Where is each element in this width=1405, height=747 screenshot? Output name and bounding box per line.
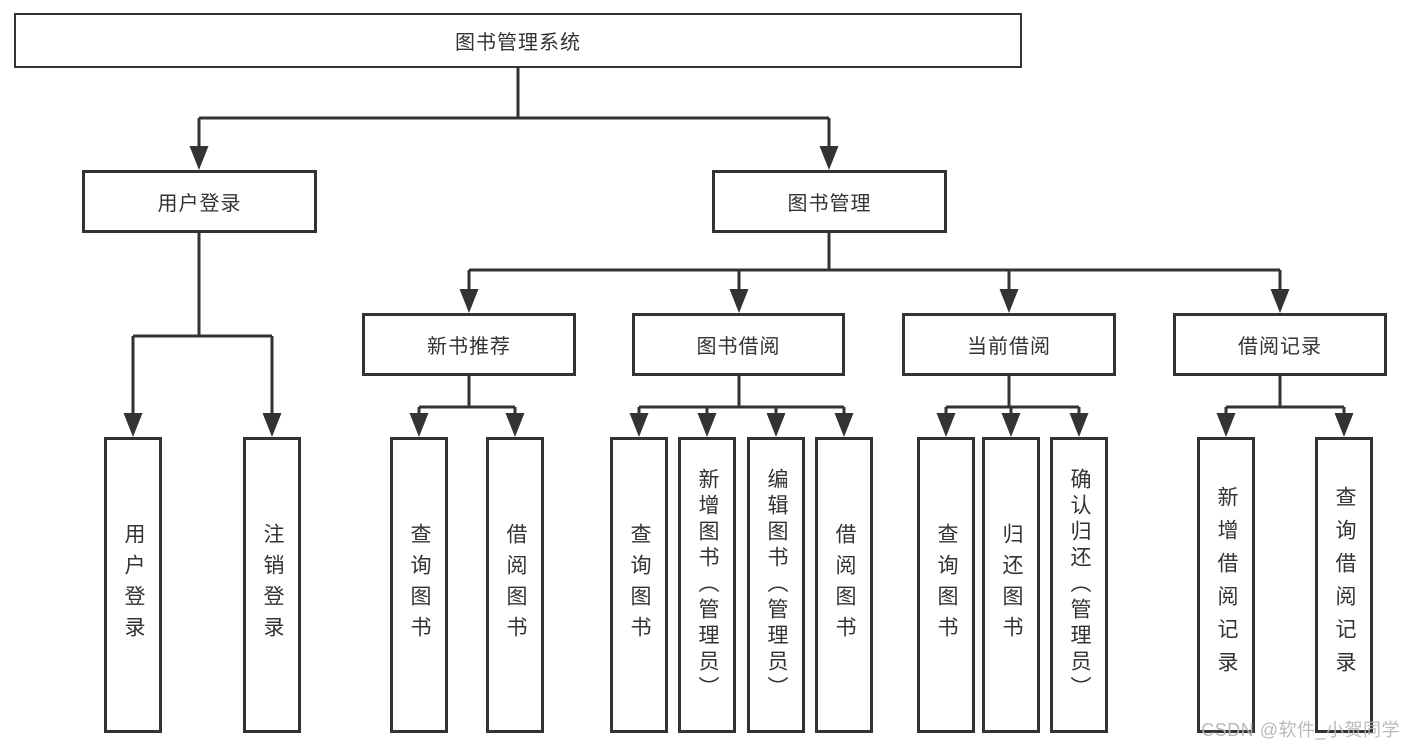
- node-library-management-system: 图书管理系统: [14, 13, 1022, 68]
- leaf-confirm-return-admin: 确认归还（管理员）: [1050, 437, 1108, 733]
- leaf-label: 新增借阅记录: [1215, 486, 1238, 684]
- leaf-label: 查询借阅记录: [1333, 486, 1356, 684]
- node-new-book-recommend: 新书推荐: [362, 313, 576, 376]
- leaf-label: 编辑图书（管理员）: [765, 468, 788, 702]
- leaf-logout: 注销登录: [243, 437, 301, 733]
- leaf-query-books: 查询图书: [610, 437, 668, 733]
- leaf-add-borrow-record: 新增借阅记录: [1197, 437, 1255, 733]
- leaf-borrow-books: 借阅图书: [815, 437, 873, 733]
- leaf-label: 借阅图书: [833, 523, 856, 647]
- leaf-label: 用户登录: [122, 523, 145, 647]
- node-book-borrow: 图书借阅: [632, 313, 845, 376]
- node-user-login: 用户登录: [82, 170, 317, 233]
- leaf-label: 查询图书: [408, 523, 431, 647]
- leaf-add-books-admin: 新增图书（管理员）: [678, 437, 736, 733]
- leaf-label: 查询图书: [628, 523, 651, 647]
- leaf-label: 新增图书（管理员）: [696, 468, 719, 702]
- leaf-query-books: 查询图书: [917, 437, 975, 733]
- node-current-borrow: 当前借阅: [902, 313, 1116, 376]
- leaf-return-books: 归还图书: [982, 437, 1040, 733]
- node-book-management: 图书管理: [712, 170, 947, 233]
- leaf-label: 归还图书: [1000, 523, 1023, 647]
- leaf-edit-books-admin: 编辑图书（管理员）: [747, 437, 805, 733]
- node-borrow-records: 借阅记录: [1173, 313, 1387, 376]
- leaf-label: 借阅图书: [504, 523, 527, 647]
- leaf-borrow-books: 借阅图书: [486, 437, 544, 733]
- leaf-query-books: 查询图书: [390, 437, 448, 733]
- leaf-query-borrow-record: 查询借阅记录: [1315, 437, 1373, 733]
- leaf-label: 确认归还（管理员）: [1068, 468, 1091, 702]
- arrowhead-icons: [123, 146, 1354, 437]
- leaf-user-login: 用户登录: [104, 437, 162, 733]
- csdn-watermark: CSDN @软件_小贺同学: [1201, 720, 1400, 740]
- leaf-label: 查询图书: [935, 523, 958, 647]
- leaf-label: 注销登录: [261, 523, 284, 647]
